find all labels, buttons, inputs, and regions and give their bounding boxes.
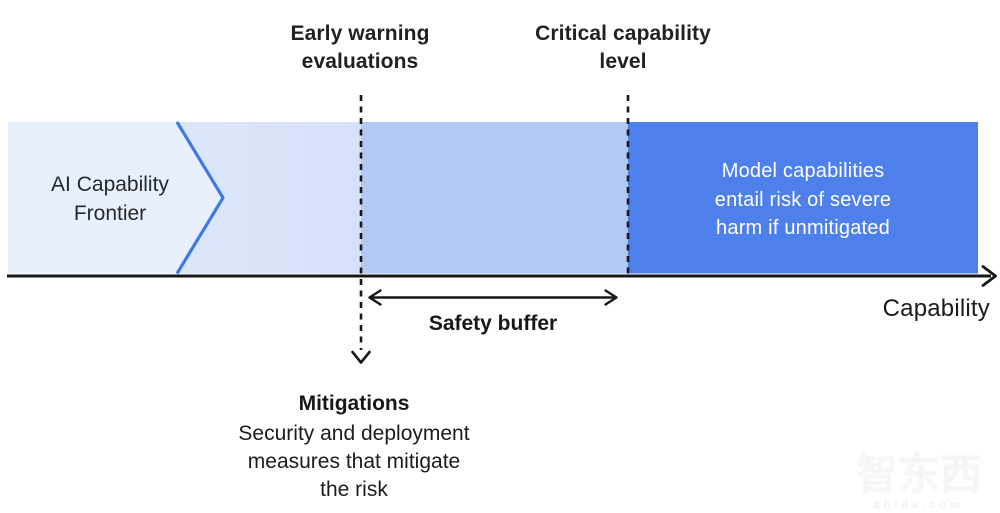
mitigations-description-line2: measures that mitigate: [247, 450, 461, 473]
mitigations-title: Mitigations: [298, 392, 410, 415]
safety-buffer-left-arrow-icon: [368, 289, 382, 306]
safety-buffer-label: Safety buffer: [428, 312, 558, 335]
risk-description-line3: harm if unmitigated: [716, 217, 890, 239]
band-segment-safety-buffer: [361, 122, 628, 274]
risk-description-line1: Model capabilities: [721, 160, 885, 182]
frontier-label-line1: AI Capability: [51, 173, 169, 196]
mitigations-description-line1: Security and deployment: [238, 422, 470, 445]
frontier-label-line2: Frontier: [73, 202, 147, 225]
axis-right-arrow-icon: [981, 265, 997, 287]
critical-level-label-line2: level: [599, 50, 647, 73]
frontier-chevron-icon: [175, 121, 225, 275]
risk-description-label: Model capabilities entail risk of severe…: [673, 157, 933, 243]
early-warning-label: Early warning evaluations: [260, 20, 460, 76]
early-warning-label-line1: Early warning: [290, 22, 430, 45]
mitigations-description: Security and deployment measures that mi…: [204, 420, 504, 504]
band-segment-critical-zone: [628, 122, 978, 274]
frontier-label: AI Capability Frontier: [10, 170, 210, 228]
axis-label: Capability: [882, 295, 990, 322]
early-warning-label-line2: evaluations: [301, 50, 419, 73]
safety-buffer-right-arrow-icon: [604, 289, 618, 306]
critical-level-label-line1: Critical capability: [535, 22, 711, 45]
band-segment-pre-frontier: [8, 122, 223, 274]
down-arrow-icon: [351, 350, 371, 364]
mitigations-description-line3: the risk: [320, 478, 388, 501]
risk-description-line2: entail risk of severe: [714, 188, 892, 211]
critical-level-label: Critical capability level: [523, 20, 723, 76]
